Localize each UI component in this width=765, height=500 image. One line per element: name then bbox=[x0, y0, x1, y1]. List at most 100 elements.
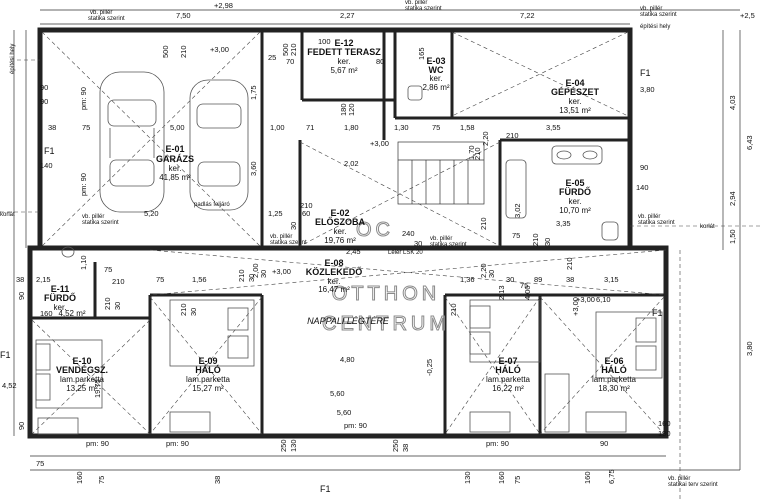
svg-text:HÁLÓ: HÁLÓ bbox=[601, 364, 627, 375]
svg-text:FÜRDŐ: FÜRDŐ bbox=[44, 292, 76, 303]
bathroom-fixtures bbox=[61, 85, 619, 258]
svg-text:VENDÉGSZ.: VENDÉGSZ. bbox=[56, 365, 108, 375]
svg-text:6,75: 6,75 bbox=[607, 469, 616, 484]
svg-text:E-04: E-04 bbox=[565, 78, 584, 88]
svg-text:1,56: 1,56 bbox=[192, 275, 207, 284]
watermark-text-top: OTTHON bbox=[332, 283, 440, 305]
room-label-halo-1: E-09 HÁLÓ lam.parketta 15,27 m² bbox=[186, 356, 231, 393]
svg-text:ker.: ker. bbox=[328, 277, 341, 286]
svg-text:pm: 90: pm: 90 bbox=[344, 421, 367, 430]
svg-text:160: 160 bbox=[583, 471, 592, 484]
room-label-kozlekedo: E-08 KÖZLEKEDŐ ker. 16,47 m² bbox=[306, 258, 363, 294]
svg-text:120: 120 bbox=[347, 103, 356, 116]
svg-text:2,00: 2,00 bbox=[251, 263, 260, 278]
svg-text:70: 70 bbox=[286, 57, 294, 66]
svg-text:lam.parketta: lam.parketta bbox=[186, 375, 231, 384]
room-label-halo-2: E-07 HÁLÓ lam.parketta 16,22 m² bbox=[486, 356, 531, 393]
watermark-logo: OC bbox=[356, 219, 394, 241]
f1-label-left-2: F1 bbox=[0, 350, 11, 360]
svg-text:180: 180 bbox=[339, 103, 348, 116]
svg-text:E-05: E-05 bbox=[565, 178, 584, 188]
svg-text:4,03: 4,03 bbox=[728, 95, 737, 110]
svg-text:16,22 m²: 16,22 m² bbox=[492, 384, 524, 393]
svg-text:4,00: 4,00 bbox=[523, 285, 532, 300]
svg-text:E-12: E-12 bbox=[334, 38, 353, 48]
bedroom-furniture bbox=[35, 299, 663, 435]
svg-text:1,58: 1,58 bbox=[460, 123, 475, 132]
svg-text:3,80: 3,80 bbox=[640, 85, 655, 94]
svg-text:E-11: E-11 bbox=[51, 284, 70, 294]
nappali-label: NAPPALI LÉGTÉRE bbox=[307, 316, 390, 326]
pillar-note-4: vb. pillér bbox=[82, 214, 104, 220]
svg-text:FÜRDŐ: FÜRDŐ bbox=[559, 186, 591, 197]
room-label-vendegszoba: E-10 VENDÉGSZ. lam.parketta 13,25 m² bbox=[56, 356, 108, 393]
svg-text:1,10: 1,10 bbox=[79, 255, 88, 270]
svg-text:210: 210 bbox=[237, 269, 246, 282]
watermark-text-bottom: CENTRUM bbox=[322, 313, 450, 335]
svg-text:pm: 90: pm: 90 bbox=[79, 173, 88, 196]
pillar-note-7: vb. pillér bbox=[638, 214, 660, 220]
svg-text:30: 30 bbox=[543, 238, 552, 246]
epitesi-hely-left: építési hely bbox=[10, 44, 16, 74]
svg-text:75: 75 bbox=[512, 231, 520, 240]
lower-wing-wall bbox=[27, 245, 669, 439]
svg-text:30: 30 bbox=[487, 270, 496, 278]
svg-text:5,60: 5,60 bbox=[330, 389, 345, 398]
statika-note-1: statika szerint bbox=[88, 16, 125, 22]
pillar-note-1: vb. pillér bbox=[90, 10, 112, 16]
nappali-width: 5,60 bbox=[337, 408, 352, 417]
svg-text:+3,00: +3,00 bbox=[576, 295, 595, 304]
svg-text:210: 210 bbox=[179, 45, 188, 58]
svg-text:25: 25 bbox=[268, 53, 276, 62]
svg-text:-0,25: -0,25 bbox=[425, 359, 434, 376]
car-right bbox=[189, 79, 249, 211]
statika-note-7: statika szerint bbox=[638, 220, 675, 226]
svg-text:75: 75 bbox=[513, 476, 522, 484]
svg-text:4,52: 4,52 bbox=[2, 381, 17, 390]
svg-text:60: 60 bbox=[302, 209, 310, 218]
svg-text:ker.: ker. bbox=[54, 303, 67, 312]
svg-text:30: 30 bbox=[506, 275, 514, 284]
svg-text:80: 80 bbox=[376, 57, 384, 66]
svg-text:210: 210 bbox=[479, 217, 488, 230]
svg-text:4,80: 4,80 bbox=[340, 355, 355, 364]
dimension-text: +2,98 7,50 2,27 7,22 +2,5 +3,00 500 210 … bbox=[2, 1, 755, 484]
svg-text:250: 250 bbox=[391, 439, 400, 452]
svg-text:250: 250 bbox=[279, 439, 288, 452]
svg-text:lam.parketta: lam.parketta bbox=[592, 375, 637, 384]
korlat-right: korlát bbox=[700, 224, 715, 230]
svg-text:ker.: ker. bbox=[569, 197, 582, 206]
svg-text:lam.parketta: lam.parketta bbox=[486, 375, 531, 384]
svg-text:75: 75 bbox=[36, 459, 44, 468]
svg-text:E-02: E-02 bbox=[330, 208, 349, 218]
svg-text:2,45: 2,45 bbox=[346, 247, 361, 256]
padlas-label: padlás feljáró bbox=[194, 202, 230, 208]
svg-text:E-03: E-03 bbox=[426, 56, 445, 66]
svg-text:+2,98: +2,98 bbox=[214, 1, 233, 10]
svg-text:1,36: 1,36 bbox=[460, 275, 475, 284]
svg-text:90: 90 bbox=[40, 97, 48, 106]
staircase bbox=[397, 141, 485, 205]
svg-text:90: 90 bbox=[640, 163, 648, 172]
svg-text:210: 210 bbox=[506, 131, 519, 140]
svg-text:pm: 90: pm: 90 bbox=[166, 439, 189, 448]
svg-text:210: 210 bbox=[531, 233, 540, 246]
svg-text:4,52 m²: 4,52 m² bbox=[58, 309, 85, 318]
svg-text:210: 210 bbox=[473, 147, 482, 160]
leier-label: Leier LSK 20 bbox=[388, 250, 423, 256]
svg-text:7,50: 7,50 bbox=[176, 11, 191, 20]
svg-text:75: 75 bbox=[82, 123, 90, 132]
svg-text:89: 89 bbox=[534, 275, 542, 284]
pillar-note-3: vb. pillér bbox=[640, 6, 662, 12]
svg-text:140: 140 bbox=[636, 183, 649, 192]
svg-text:10,70 m²: 10,70 m² bbox=[559, 206, 591, 215]
svg-text:ker.: ker. bbox=[569, 97, 582, 106]
svg-text:E-08: E-08 bbox=[324, 258, 343, 268]
svg-text:130: 130 bbox=[289, 439, 298, 452]
svg-text:75: 75 bbox=[432, 123, 440, 132]
svg-text:WC: WC bbox=[429, 65, 444, 75]
svg-text:KÖZLEKEDŐ: KÖZLEKEDŐ bbox=[306, 266, 363, 277]
svg-text:38: 38 bbox=[16, 275, 24, 284]
svg-text:1,75: 1,75 bbox=[249, 85, 258, 100]
epitesi-hely-right: építési hely bbox=[640, 24, 670, 30]
